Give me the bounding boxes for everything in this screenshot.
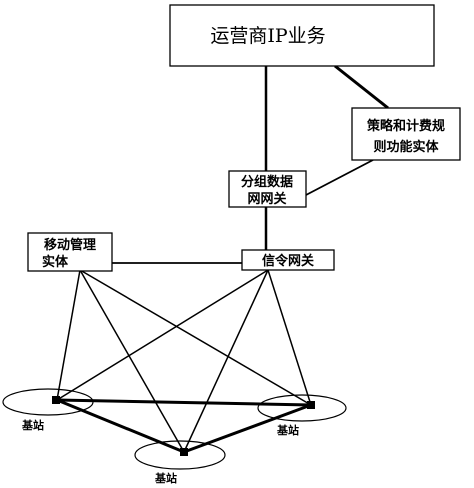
operator-ip-services-label: 运营商IP业务: [210, 25, 325, 47]
link-mme-bs-bottom: [79, 269, 185, 453]
bs-left-label: 基站: [21, 418, 44, 432]
sgw-box: [241, 249, 335, 271]
mme-label-line2: 实体: [42, 254, 69, 270]
link-mme-bs-left: [56, 269, 81, 401]
pcrf-label-line1: 策略和计费规: [367, 118, 445, 134]
pgw-box: [228, 170, 307, 208]
mme-box: [27, 232, 113, 272]
bs-left-marker: [52, 396, 60, 404]
link-sgw-bs-left: [56, 269, 269, 401]
link-operator-pcrf: [334, 64, 389, 110]
operator-ip-services-box: [169, 4, 435, 67]
bs-bottom-marker: [180, 448, 188, 456]
link-pgw-pcrf: [305, 159, 374, 196]
link-sgw-bs-bottom: [183, 269, 269, 453]
pgw-label-line2: 网网关: [247, 191, 286, 207]
bs-right-label: 基站: [276, 423, 299, 437]
link-bs-left-bs-bottom: [56, 398, 185, 454]
link-sgw-bs-right: [267, 269, 312, 406]
bs-right-coverage: [257, 394, 347, 422]
bs-bottom-coverage: [134, 440, 226, 470]
bs-bottom-label: 基站: [154, 471, 177, 485]
sgw-label: 信令网关: [262, 253, 314, 269]
link-bs-right-bs-bottom: [183, 403, 312, 454]
link-bs-left-bs-right: [56, 398, 312, 407]
pcrf-label-line2: 则功能实体: [373, 139, 439, 155]
bs-right-marker: [307, 401, 315, 409]
link-mme-bs-right: [79, 269, 312, 406]
pgw-label-line1: 分组数据: [241, 174, 293, 190]
bs-left-coverage: [2, 388, 94, 416]
pcrf-box: [351, 107, 461, 161]
mme-label-line1: 移动管理: [44, 237, 96, 253]
